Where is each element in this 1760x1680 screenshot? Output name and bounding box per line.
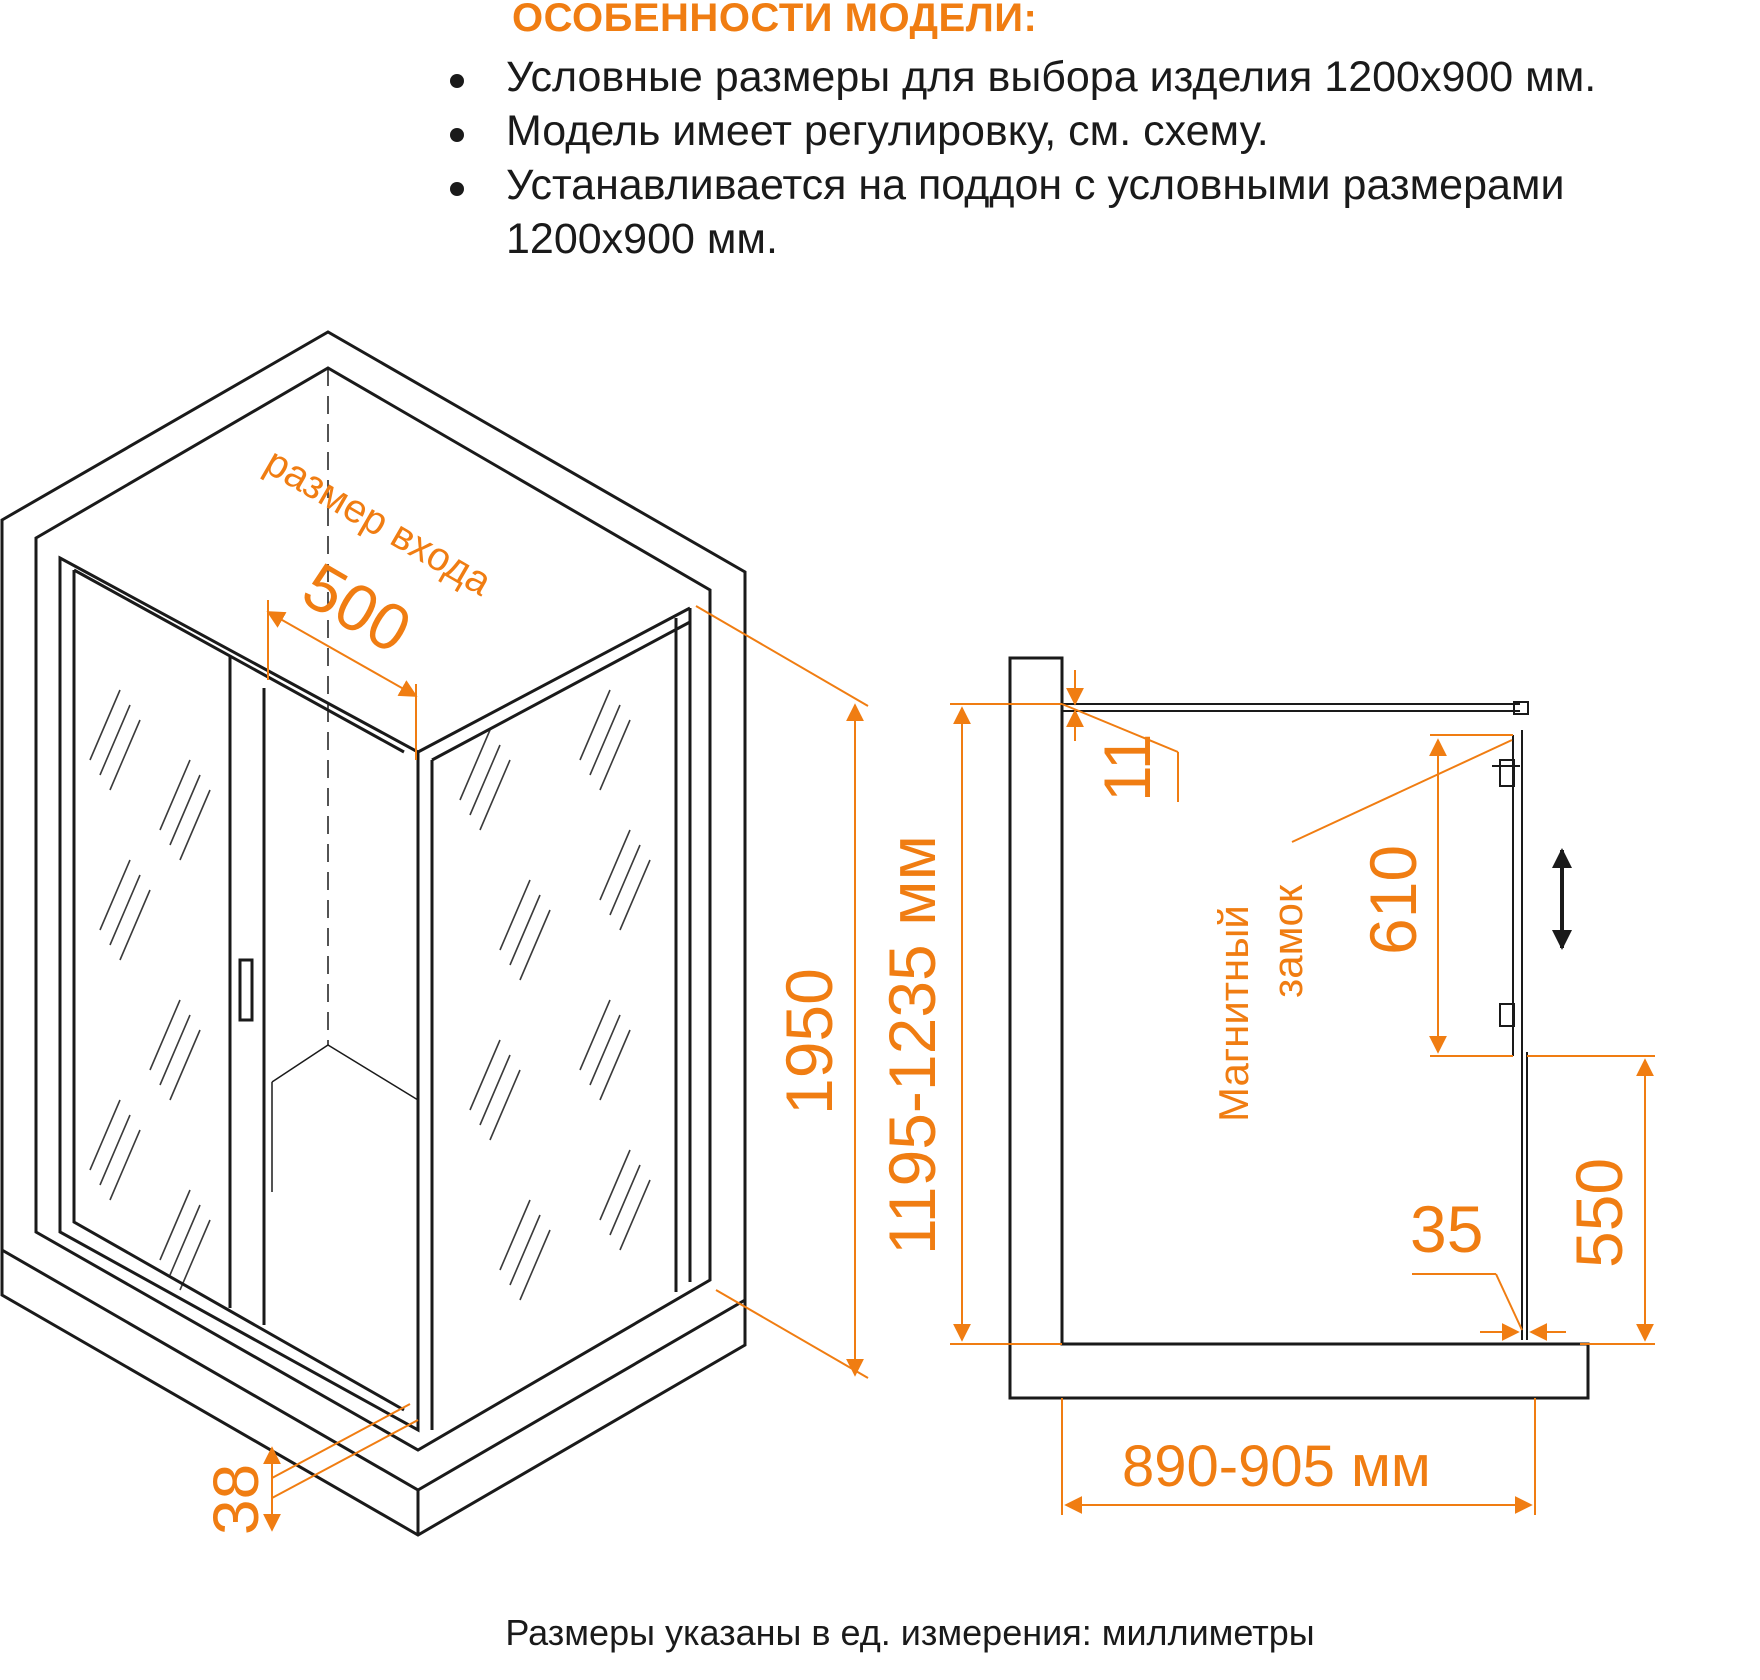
bottom-gap-dimension: 38 xyxy=(200,1403,419,1535)
feature-item: Устанавливается на поддон с условными ра… xyxy=(440,158,1746,266)
glass-panel xyxy=(1062,701,1529,1340)
glass-hatching xyxy=(89,689,651,1301)
section-width-value: 890-905 мм xyxy=(1122,1434,1431,1499)
section-view: 1195-1235 мм 11 Магнитный замок 610 xyxy=(875,656,1655,1515)
features-list: Условные размеры для выбора изделия 1200… xyxy=(440,50,1746,266)
top-gap-value: 11 xyxy=(1090,733,1164,802)
top-gap-dimension: 11 xyxy=(1061,670,1179,802)
lock-label-line2: замок xyxy=(1264,884,1311,998)
units-note: Размеры указаны в ед. измерения: миллиме… xyxy=(505,1612,1315,1653)
side-offset-dimension: 35 xyxy=(1410,1192,1566,1341)
entrance-dimension: 500 размер входа xyxy=(258,440,499,760)
shower-door-frame xyxy=(58,555,692,1433)
section-height-dimension: 1195-1235 мм xyxy=(875,703,1062,1345)
lock-height-dimension: 610 xyxy=(1356,734,1513,1057)
side-offset-value: 35 xyxy=(1410,1192,1483,1266)
bottom-gap-value: 38 xyxy=(200,1464,272,1535)
lock-height-value: 610 xyxy=(1356,845,1430,955)
section-height-value: 1195-1235 мм xyxy=(875,835,949,1255)
interior-corner-lines xyxy=(271,368,419,1192)
height-value: 1950 xyxy=(772,968,846,1115)
magnetic-lock-callout: Магнитный замок xyxy=(1210,739,1513,1122)
lock-label-line1: Магнитный xyxy=(1210,905,1257,1122)
lower-height-value: 550 xyxy=(1562,1158,1636,1268)
feature-item: Модель имеет регулировку, см. схему. xyxy=(440,104,1746,158)
height-dimension: 1950 xyxy=(695,605,869,1379)
features-title: ОСОБЕННОСТИ МОДЕЛИ: xyxy=(512,0,1038,40)
feature-item: Условные размеры для выбора изделия 1200… xyxy=(440,50,1746,104)
lower-height-dimension: 550 xyxy=(1527,1055,1655,1345)
isometric-view: 500 размер входа 1950 38 xyxy=(0,330,869,1537)
entrance-value: 500 xyxy=(291,548,423,667)
section-width-dimension: 890-905 мм xyxy=(1061,1398,1536,1515)
